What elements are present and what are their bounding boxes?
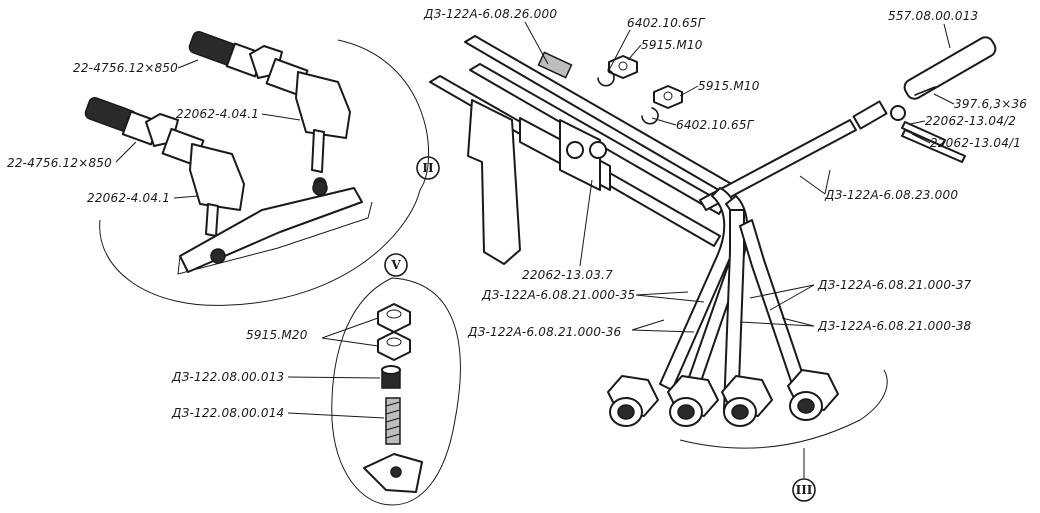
bracket-assembly (429, 35, 736, 265)
detail-ii-group (84, 31, 430, 306)
label-nut-mid: 5915.М10 (698, 79, 760, 93)
label-plug-top: 22-4756.12×850 (73, 61, 178, 75)
label-cable-main: ДЗ-122А-6.08.23.000 (824, 188, 958, 202)
plate-hole-lower (210, 248, 226, 264)
main-cable (699, 36, 997, 211)
label-tip-bottom: 22062-4.04.1 (87, 191, 170, 205)
label-stud: ДЗ-122.08.00.014 (171, 406, 284, 420)
nut-washer-upper (597, 55, 638, 87)
label-cable-38: ДЗ-122А-6.08.21.000-38 (817, 319, 972, 333)
label-cable-36: ДЗ-122А-6.08.21.000-36 (467, 325, 622, 339)
nut-washer-mid (641, 85, 683, 125)
label-plug-bottom: 22-4756.12×850 (7, 156, 112, 170)
cable-sleeve (903, 36, 997, 100)
plate-hole-upper (312, 180, 328, 196)
lower-spark-plug (84, 97, 245, 237)
label-tip-b: 22062-13.04/1 (930, 136, 1021, 150)
label-cable-37: ДЗ-122А-6.08.21.000-37 (817, 278, 972, 292)
label-nut-top: 5915.М10 (641, 38, 703, 52)
fitting-1 (607, 375, 659, 427)
upper-spark-plug (188, 31, 351, 191)
callout-v-circle (384, 253, 408, 277)
label-bracket: ДЗ-122А-6.08.26.000 (423, 7, 557, 21)
label-washer-mid: 6402.10.65Г (676, 118, 755, 132)
label-washer-top: 6402.10.65Г (627, 16, 706, 30)
fitting-4 (787, 369, 839, 421)
label-tip-top: 22062-4.04.1 (176, 107, 259, 121)
label-clamp: 22062-13.03.7 (522, 268, 613, 282)
callout-iii-label: III (796, 483, 813, 497)
detail-v-group: V (331, 253, 461, 506)
fitting-3 (721, 375, 773, 427)
detail-iii-outline (679, 369, 888, 449)
cable-bundle (607, 187, 839, 427)
label-pin: 397.6,3×36 (954, 97, 1027, 111)
label-cable-35: ДЗ-122А-6.08.21.000-35 (481, 288, 635, 302)
callout-v-label: V (390, 258, 401, 272)
label-nut-m20: 5915.М20 (246, 328, 308, 342)
fitting-2 (667, 375, 719, 427)
bracket-pad (537, 51, 573, 79)
contact-plate (179, 187, 363, 273)
stud-part (385, 397, 401, 445)
callout-ii-label: II (422, 161, 434, 175)
callout-iii-circle (792, 478, 816, 502)
label-sleeve: 557.08.00.013 (888, 9, 978, 23)
detail-v-outline (331, 277, 461, 506)
detail-ii-outline (99, 39, 430, 306)
callout-ii-circle (416, 156, 440, 180)
label-tip-a: 22062-13.04/2 (925, 114, 1016, 128)
clamp-body (467, 99, 521, 265)
label-bushing: ДЗ-122.08.00.013 (171, 370, 284, 384)
